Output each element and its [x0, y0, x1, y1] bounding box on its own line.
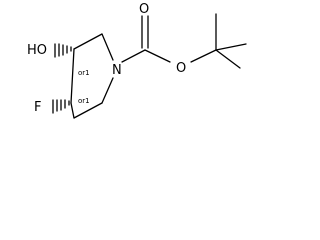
bond-c6-c5: [73, 102, 103, 119]
chemical-structure: HO F N O O or1 or1: [27, 2, 247, 119]
bonds: [70, 13, 247, 119]
bond-tbu-methyl-right: [215, 43, 247, 51]
stereo-label-c3: or1: [78, 69, 90, 77]
stereo-descriptors: or1 or1: [78, 69, 90, 105]
stereo-bonds: [52, 43, 72, 114]
carbonyl-oxygen-label: O: [139, 2, 149, 17]
bond-n1-c6: [101, 77, 114, 104]
nitrogen-label: N: [112, 63, 122, 78]
fluorine-label: F: [34, 100, 41, 115]
hydroxyl-label: HO: [27, 43, 47, 58]
hashed-wedge-c3-oh: [54, 43, 72, 58]
atom-labels: HO F N O O: [27, 2, 186, 115]
bond-ester-o-tbu-c: [190, 49, 217, 63]
bond-n1-carbonyl-c: [121, 49, 146, 63]
ester-oxygen-label: O: [176, 61, 186, 76]
bond-c3-c2: [73, 33, 103, 50]
bond-carbonyl-c-ester-o: [144, 49, 171, 63]
bond-c2-n1: [101, 33, 114, 61]
hashed-wedge-c4-f: [52, 99, 70, 114]
bond-c4-c3: [70, 48, 75, 104]
bond-tbu-methyl-bottom: [215, 49, 241, 69]
bond-c5-c4: [70, 102, 75, 119]
stereo-label-c4: or1: [78, 97, 90, 105]
